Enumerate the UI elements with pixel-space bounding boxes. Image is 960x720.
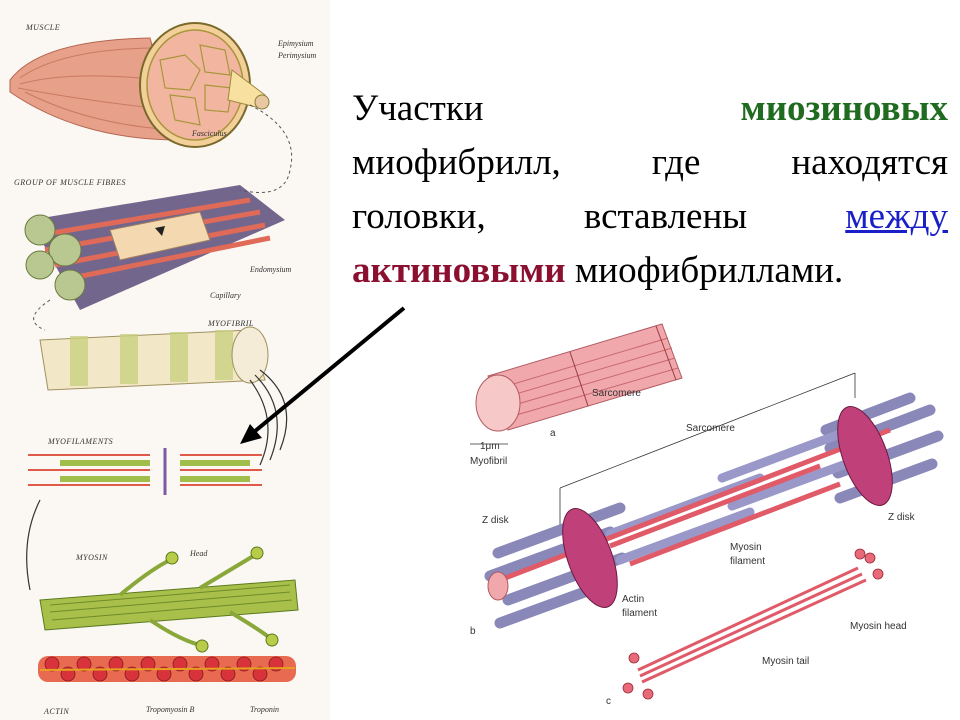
muscle-hierarchy-illustration: MUSCLE Epimysium Perimysium Fasciculus G… xyxy=(0,0,330,720)
label-myosin-tail: Myosin tail xyxy=(762,656,809,667)
label-b: b xyxy=(470,626,476,637)
slide-body-text: Участки миозиновых миофибрилл, где наход… xyxy=(352,82,948,298)
label-actin: ACTIN xyxy=(43,707,69,716)
label-fasciculus: Fasciculus xyxy=(191,129,227,138)
myofibril-cylinder-a xyxy=(475,323,683,432)
word-nakhodyatsya: находятся xyxy=(791,142,949,183)
label-actin-filament-2: filament xyxy=(622,608,657,619)
myosin-filaments-b xyxy=(499,427,891,583)
label-troponin: Troponin xyxy=(250,705,279,714)
sarcomere-bracket-top xyxy=(559,372,856,489)
label-tropomyosin: Tropomyosin B xyxy=(146,705,194,714)
word-myosin-green: миозиновых xyxy=(740,88,948,129)
label-endomysium: Endomysium xyxy=(249,265,292,274)
word-uchastki: Участки xyxy=(352,88,484,129)
fibre-group xyxy=(24,185,285,310)
label-group-of-muscle-fibres: GROUP OF MUSCLE FIBRES xyxy=(14,178,126,187)
link-mezhdu[interactable]: между xyxy=(845,196,948,237)
muscle-bundle xyxy=(9,22,270,148)
connector-dash-1 xyxy=(239,104,293,193)
myofibril-cylinder xyxy=(39,326,269,391)
label-z-disk-left: Z disk xyxy=(482,515,510,526)
label-1um: 1μm xyxy=(480,441,500,452)
myosin-molecule-c xyxy=(622,548,884,700)
word-actin-red: актиновыми xyxy=(352,250,566,291)
label-z-disk-right: Z disk xyxy=(888,512,916,523)
text-line-4: актиновыми миофибриллами. xyxy=(352,244,948,298)
label-head: Head xyxy=(189,549,208,558)
word-vstavleny: вставлены xyxy=(583,196,748,237)
text-line-1: Участки миозиновых xyxy=(352,82,948,136)
label-sarcomere-b: Sarcomere xyxy=(686,423,735,434)
label-perimysium: Perimysium xyxy=(277,51,316,60)
myofilaments-row xyxy=(28,448,262,495)
actin-filament-drawing xyxy=(38,656,296,682)
label-myosin-head: Myosin head xyxy=(850,621,907,632)
word-gde: где xyxy=(651,142,701,183)
label-c: c xyxy=(606,696,611,707)
label-muscle: MUSCLE xyxy=(25,23,60,32)
word-myofibrillami: миофибриллами. xyxy=(574,250,844,291)
word-myofibrils: миофибрилл, xyxy=(352,142,561,183)
label-myofibril: MYOFIBRIL xyxy=(207,319,254,328)
label-myosin-filament-2: filament xyxy=(730,556,765,567)
label-actin-filament-1: Actin xyxy=(622,594,644,605)
word-golovki: головки, xyxy=(352,196,486,237)
label-myofilaments: MYOFILAMENTS xyxy=(47,437,113,446)
z-disks-b xyxy=(487,406,893,608)
label-myosin-filament-1: Myosin xyxy=(730,542,762,553)
myosin-filament-drawing xyxy=(39,546,299,653)
label-myofibril-a: Myofibril xyxy=(470,456,507,467)
sarcomere-diagram: Sarcomere 1μm Myofibril a Sarcomere xyxy=(470,323,944,707)
label-myosin: MYOSIN xyxy=(75,553,108,562)
text-line-3: головки, вставлены между xyxy=(352,190,948,244)
label-a: a xyxy=(550,428,556,439)
curved-pointer-down xyxy=(26,499,41,591)
connector-dash-2 xyxy=(33,299,51,331)
label-capillary: Capillary xyxy=(210,291,241,300)
label-epimysium: Epimysium xyxy=(277,39,314,48)
label-sarcomere-a: Sarcomere xyxy=(592,388,641,399)
text-line-2: миофибрилл, где находятся xyxy=(352,136,948,190)
